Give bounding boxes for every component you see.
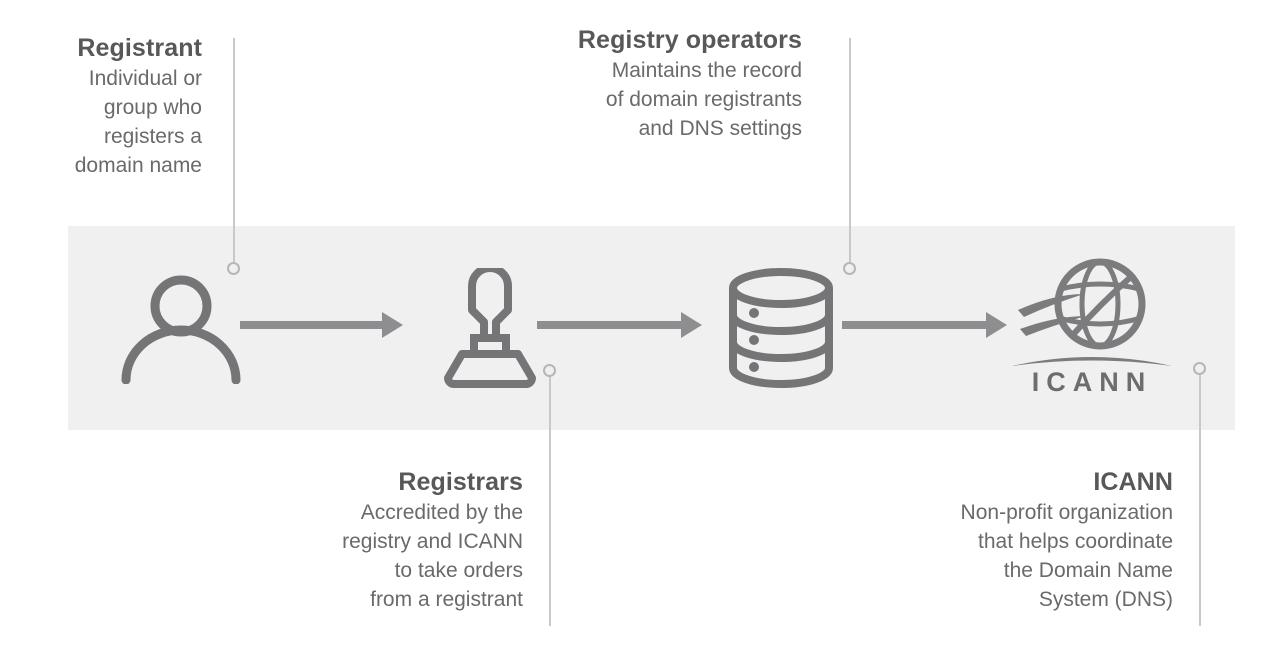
icann-globe-logo: ICANN [1012,258,1172,396]
arrow-right-icon-registrant-to-registrar [240,312,403,338]
connector-dot-registrant [227,262,240,275]
callout-registry-operators-description: Maintains the record of domain registran… [450,57,802,144]
callout-registry-operators: Registry operators Maintains the record … [450,24,802,144]
callout-icann-line-3: the Domain Name [1003,558,1173,582]
callout-registry-operators-title: Registry operators [577,26,802,54]
callout-registrant-line-3: registers a [103,124,202,148]
callout-registry-operators-line-3: and DNS settings [638,116,802,140]
arrow-right-icon-registry-to-icann [842,312,1007,338]
callout-registrars-title: Registrars [398,468,523,496]
callout-registry-operators-line-1: Maintains the record [611,59,802,82]
callout-registrant-line-2: group who [103,95,202,119]
person-icon [121,275,241,384]
callout-registrars-description: Accredited by the registry and ICANN to … [280,499,523,615]
stamp-icon [444,268,536,388]
connector-line-registry-operators [849,38,851,270]
callout-registry-operators-line-2: of domain registrants [605,87,802,111]
callout-registrars: Registrars Accredited by the registry an… [280,466,523,615]
connector-line-registrars [549,370,551,626]
callout-icann: ICANN Non-profit organization that helps… [860,466,1173,615]
callout-registrars-line-3: to take orders [394,558,523,582]
callout-icann-title: ICANN [1093,468,1173,496]
callout-registrant-description: Individual or group who registers a doma… [10,65,202,181]
connector-dot-icann [1193,362,1206,375]
connector-dot-registrars [543,364,556,377]
callout-icann-description: Non-profit organization that helps coord… [860,499,1173,615]
callout-icann-line-2: that helps coordinate [978,529,1173,553]
connector-line-icann [1199,368,1201,626]
callout-registrant-line-1: Individual or [88,67,202,90]
callout-registrant: Registrant Individual or group who regis… [10,32,202,181]
icann-wordmark: ICANN [1032,367,1153,396]
database-icon [729,268,833,388]
connector-line-registrant [233,38,235,270]
connector-dot-registry-operators [843,262,856,275]
callout-icann-line-4: System (DNS) [1038,587,1173,611]
callout-registrars-line-1: Accredited by the [360,501,523,524]
callout-registrars-line-2: registry and ICANN [342,529,523,553]
arrow-right-icon-registrar-to-registry [537,312,702,338]
callout-registrant-line-4: domain name [74,153,202,177]
callout-registrars-line-4: from a registrant [370,587,523,611]
callout-icann-line-1: Non-profit organization [960,501,1173,524]
callout-registrant-title: Registrant [77,34,202,62]
